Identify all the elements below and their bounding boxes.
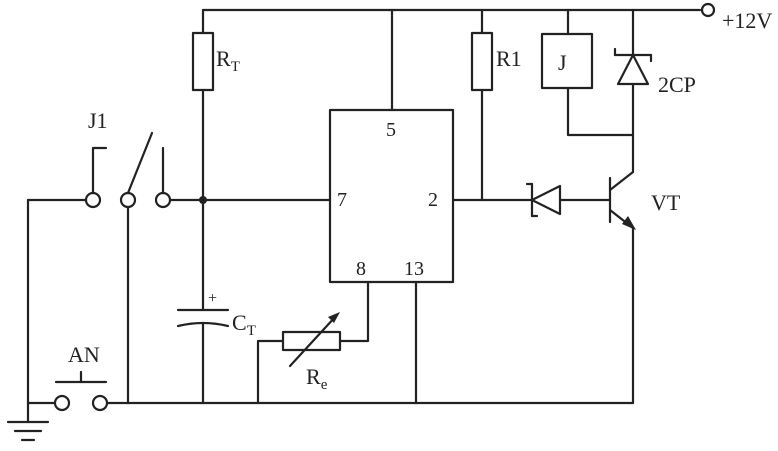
relay-contact-j1: J1 [84,108,172,209]
vt-label: VT [651,190,681,215]
transistor-vt: VT [608,170,681,405]
re-variable-resistor: Re [256,280,370,405]
ic-pin-7: 7 [337,189,347,211]
supply-label: +12V [722,8,772,33]
ic-pin-13: 13 [404,258,424,280]
j1-contact-right [154,191,172,209]
zener-label: 2CP [658,72,696,97]
supply-rail: +12V [201,2,772,33]
ct-label: CT [232,310,256,339]
j1-contact-left [84,191,102,209]
r1-resistor: R1 [470,8,522,202]
j-label: J [558,50,567,75]
ic-pin-2: 2 [428,189,438,211]
an-label: AN [68,342,100,367]
j1-label: J1 [88,108,108,133]
rt-label: RT [216,46,240,75]
ic-pin-8: 8 [356,258,366,280]
ic-pin-5: 5 [386,119,396,141]
relay-coil-j: J [540,8,635,137]
ct-capacitor: + CT [176,198,256,405]
supply-terminal [700,2,716,18]
zener-2cp: 2CP [613,8,696,174]
output-diode [451,182,612,218]
timer-ic: 5 7 2 8 13 [328,8,455,284]
re-label: Re [306,364,328,393]
push-button-an: AN [53,342,109,412]
left-ground-wire [6,198,88,442]
rt-resistor: RT [191,8,240,202]
ct-polarity: + [208,290,217,307]
j1-contact-middle [119,191,137,209]
r1-label: R1 [496,46,522,71]
